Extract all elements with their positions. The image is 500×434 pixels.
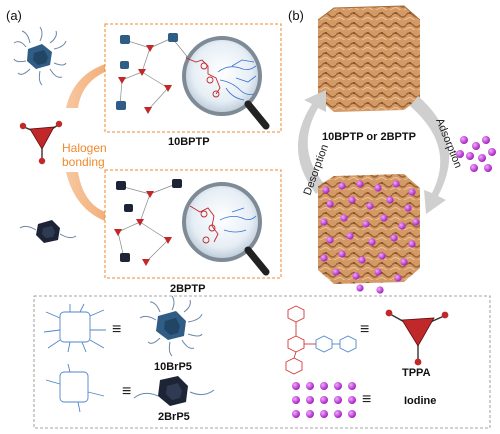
framework-label-top: 10BPTP [168,136,210,148]
legend-box [33,295,491,429]
panel-label-b: (b) [288,8,304,23]
iodine-cluster-right [456,136,496,172]
framework-box-top [104,23,282,133]
desorption-arrow-icon [297,90,326,194]
porous-framework-top [317,5,421,112]
eq-sign-4: ≡ [362,391,371,408]
framework-box-bottom [104,169,282,279]
structure-10brp5 [43,303,106,353]
legend-icon-10brp5 [139,295,203,357]
legend-icon-2brp5 [133,376,215,406]
legend-iodine-dots [292,382,356,418]
legend-label-tppa: TPPA [402,367,431,379]
panel-label-a: (a) [6,8,22,23]
eq-sign-3: ≡ [360,321,369,338]
macrocycle-dark-icon [19,220,77,243]
eq-sign-1: ≡ [112,321,121,338]
porous-framework-bottom [318,174,420,294]
legend-label-2brp5: 2BrP5 [158,411,190,423]
legend-label-iodine: Iodine [404,395,436,407]
halogen-label-line2: bonding [62,155,105,169]
structure-tppa-blue [315,335,357,353]
macrocycle-blue-icon [13,26,67,86]
eq-sign-2: ≡ [122,383,131,400]
framework-label-bottom: 2BPTP [170,283,205,295]
tppa-triangle-icon [19,120,63,165]
center-label: 10BPTP or 2BPTP [322,131,416,143]
structure-tppa [285,305,316,375]
structure-2brp5 [45,363,105,413]
adsorption-arrow-icon [410,96,450,214]
halogen-label-line1: Halogen [62,141,107,155]
legend-icon-tppa [385,309,449,366]
legend-label-10brp5: 10BrP5 [154,361,192,373]
